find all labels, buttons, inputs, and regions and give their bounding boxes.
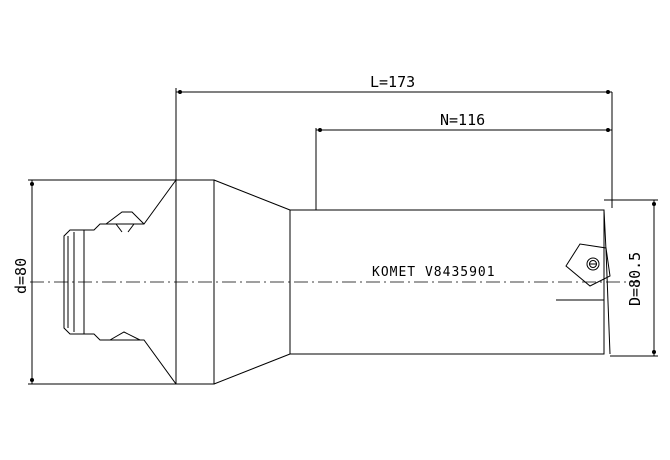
dimension-big-d: D=80.5 xyxy=(604,199,658,357)
dimension-big-d-label: D=80.5 xyxy=(626,252,644,306)
product-marking: KOMET V8435901 xyxy=(372,265,496,280)
dimension-d-label: d=80 xyxy=(12,258,30,294)
dimension-l: L=173 xyxy=(175,73,613,208)
dimension-n-label: N=116 xyxy=(440,111,485,129)
cutting-head xyxy=(556,209,611,355)
dimension-n: N=116 xyxy=(315,111,612,210)
dimension-d: d=80 xyxy=(12,179,176,385)
dimension-l-label: L=173 xyxy=(370,73,415,91)
tool-body-outline xyxy=(175,179,605,385)
insert-screw-icon xyxy=(586,257,600,271)
shank-outline xyxy=(63,179,177,385)
